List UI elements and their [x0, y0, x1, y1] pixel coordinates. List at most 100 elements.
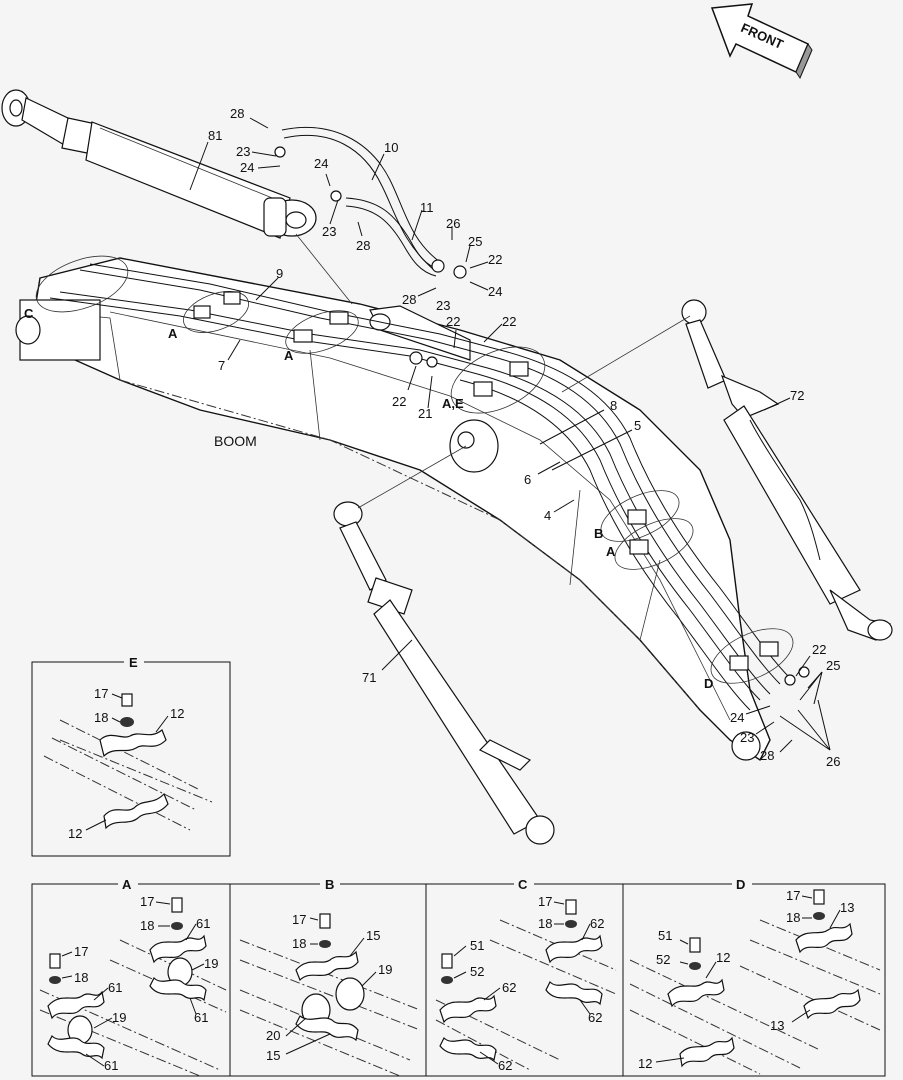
callout-23: 23: [236, 144, 250, 159]
callout-6: 6: [524, 472, 531, 487]
callout-72: 72: [790, 388, 804, 403]
c-callout-18: 18: [538, 916, 552, 931]
callout-24: 24: [240, 160, 254, 175]
detail-b-title: B: [325, 877, 334, 892]
e-callout-12: 12: [68, 826, 82, 841]
b-callout-18: 18: [292, 936, 306, 951]
b-callout-15: 15: [366, 928, 380, 943]
d-callout-52: 52: [656, 952, 670, 967]
callout-25: 25: [826, 658, 840, 673]
detail-a-title: A: [122, 877, 132, 892]
front-arrow-icon: FRONT: [710, 3, 813, 80]
detail-a-box: A 17 18 61 19 61 17 18 61 19 61: [39, 877, 227, 1077]
boom-body: [15, 257, 771, 762]
clamps: [193, 146, 810, 686]
callout-26: 26: [446, 216, 460, 231]
c-callout-52: 52: [470, 964, 484, 979]
a-callout-19: 19: [112, 1010, 126, 1025]
d-callout-13: 13: [770, 1018, 784, 1033]
a-callout-17: 17: [140, 894, 154, 909]
b-callout-19: 19: [378, 962, 392, 977]
callout-A: A: [168, 326, 178, 341]
detail-e-box: E 17 18 12 12: [31, 655, 231, 857]
d-callout-12: 12: [716, 950, 730, 965]
c-callout-62: 62: [502, 980, 516, 995]
c-callout-62: 62: [498, 1058, 512, 1073]
d-callout-51: 51: [658, 928, 672, 943]
callout-A: A: [284, 348, 294, 363]
callout-28: 28: [760, 748, 774, 763]
detail-d-title: D: [736, 877, 745, 892]
callout-81: 81: [208, 128, 222, 143]
detail-c-box: C 17 18 62 51 52 62 62 62: [435, 877, 617, 1073]
callout-D: D: [704, 676, 713, 691]
callout-22: 22: [446, 314, 460, 329]
e-callout-12: 12: [170, 706, 184, 721]
boom-cylinder-72: [681, 299, 893, 641]
callout-21: 21: [418, 406, 432, 421]
main-callouts: 28 81 23 24 24 10 23 28 11 26 25 22 28 2…: [24, 106, 840, 769]
a-callout-18: 18: [140, 918, 154, 933]
callout-A: A: [606, 544, 616, 559]
callout-24: 24: [730, 710, 744, 725]
callout-23: 23: [436, 298, 450, 313]
d-callout-13: 13: [840, 900, 854, 915]
a-callout-61: 61: [194, 1010, 208, 1025]
c-callout-51: 51: [470, 938, 484, 953]
callout-7: 7: [218, 358, 225, 373]
detail-c-title: C: [518, 877, 528, 892]
callout-22: 22: [502, 314, 516, 329]
hoses-10-11: [281, 126, 441, 277]
d-callout-17: 17: [786, 888, 800, 903]
e-callout-17: 17: [94, 686, 108, 701]
boom-pipes: [49, 263, 791, 711]
detail-d-box: D 17 18 13 51 52 12 13 12: [629, 877, 881, 1075]
callout-24: 24: [314, 156, 328, 171]
callout-11: 11: [420, 200, 434, 215]
callout-71: 71: [362, 670, 376, 685]
a-callout-18: 18: [74, 970, 88, 985]
callout-22: 22: [812, 642, 826, 657]
boom-cylinder-71: [333, 501, 555, 845]
callout-22: 22: [392, 394, 406, 409]
a-callout-19: 19: [204, 956, 218, 971]
detail-b-box: B 17 18 15 19 20 15: [239, 877, 421, 1077]
e-callout-18: 18: [94, 710, 108, 725]
callout-28: 28: [356, 238, 370, 253]
callout-A-E: A,E: [442, 396, 464, 411]
callout-25: 25: [468, 234, 482, 249]
callout-24: 24: [488, 284, 502, 299]
callout-8: 8: [610, 398, 617, 413]
detail-e-title: E: [129, 655, 138, 670]
callout-9: 9: [276, 266, 283, 281]
b-callout-20: 20: [266, 1028, 280, 1043]
callout-28: 28: [402, 292, 416, 307]
arm-cylinder-81: [1, 89, 317, 239]
leader-lines: [189, 117, 831, 753]
clamp-ellipses: [35, 255, 794, 684]
callout-22: 22: [488, 252, 502, 267]
a-callout-61: 61: [104, 1058, 118, 1073]
c-callout-62: 62: [588, 1010, 602, 1025]
callout-26: 26: [826, 754, 840, 769]
boom-label: BOOM: [214, 433, 257, 449]
a-callout-17: 17: [74, 944, 88, 959]
callout-B: B: [594, 526, 603, 541]
b-callout-15: 15: [266, 1048, 280, 1063]
c-callout-62: 62: [590, 916, 604, 931]
d-callout-18: 18: [786, 910, 800, 925]
callout-5: 5: [634, 418, 641, 433]
callout-28: 28: [230, 106, 244, 121]
callout-23: 23: [740, 730, 754, 745]
a-callout-61: 61: [196, 916, 210, 931]
callout-10: 10: [384, 140, 398, 155]
b-callout-17: 17: [292, 912, 306, 927]
c-callout-17: 17: [538, 894, 552, 909]
callout-4: 4: [544, 508, 551, 523]
a-callout-61: 61: [108, 980, 122, 995]
callout-23: 23: [322, 224, 336, 239]
d-callout-12: 12: [638, 1056, 652, 1071]
callout-C: C: [24, 306, 34, 321]
